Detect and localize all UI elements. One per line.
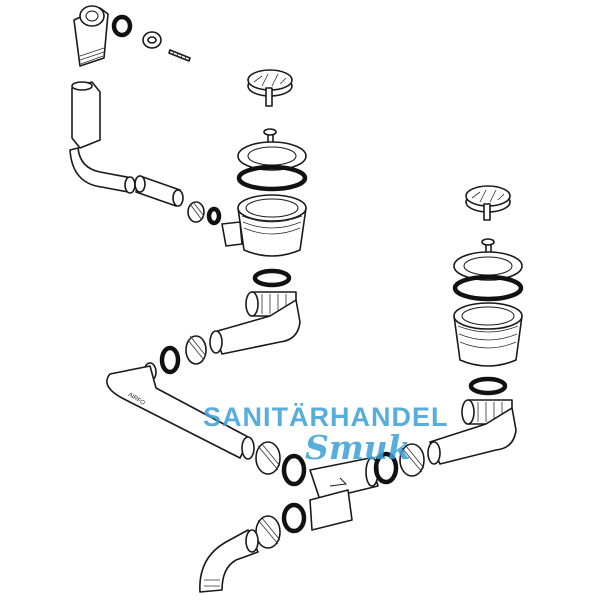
- left-flange-seal: [236, 164, 308, 192]
- right-strainer-body: [453, 302, 523, 367]
- watermark-line-2: Smuk: [305, 428, 411, 467]
- right-strainer-plug: [465, 185, 511, 221]
- right-flange-seal: [452, 274, 524, 302]
- main-drain-pipe: [106, 365, 255, 460]
- bottom-ring: [281, 502, 307, 534]
- left-union-nut: [185, 335, 207, 365]
- overflow-nut: [187, 201, 205, 223]
- overflow-small-ring: [206, 206, 222, 226]
- left-strainer-flange: [237, 141, 307, 171]
- bottom-elbow: [199, 529, 259, 593]
- center-nut-left: [255, 441, 281, 475]
- watermark-line-1: SANITÄRHANDEL: [203, 402, 449, 432]
- overflow-seal-ring: [111, 14, 133, 38]
- right-pipe: [427, 407, 517, 465]
- overflow-tube-connector: [134, 175, 184, 207]
- left-strainer-body: [221, 194, 307, 257]
- left-strainer-plug: [247, 69, 293, 107]
- overflow-cover-plate: [142, 31, 162, 49]
- overflow-hose: [69, 81, 136, 194]
- left-outlet-seal: [252, 268, 292, 288]
- center-ring-right: [373, 451, 399, 485]
- overflow-screw: [168, 49, 191, 62]
- bottom-nut: [255, 515, 281, 549]
- center-ring-left: [281, 453, 307, 487]
- right-outlet-seal: [468, 376, 508, 396]
- left-upper-pipe: [209, 299, 301, 355]
- overflow-head: [73, 5, 109, 67]
- center-tee: [309, 457, 379, 531]
- left-union-ring: [159, 345, 181, 375]
- center-nut-right: [399, 443, 425, 477]
